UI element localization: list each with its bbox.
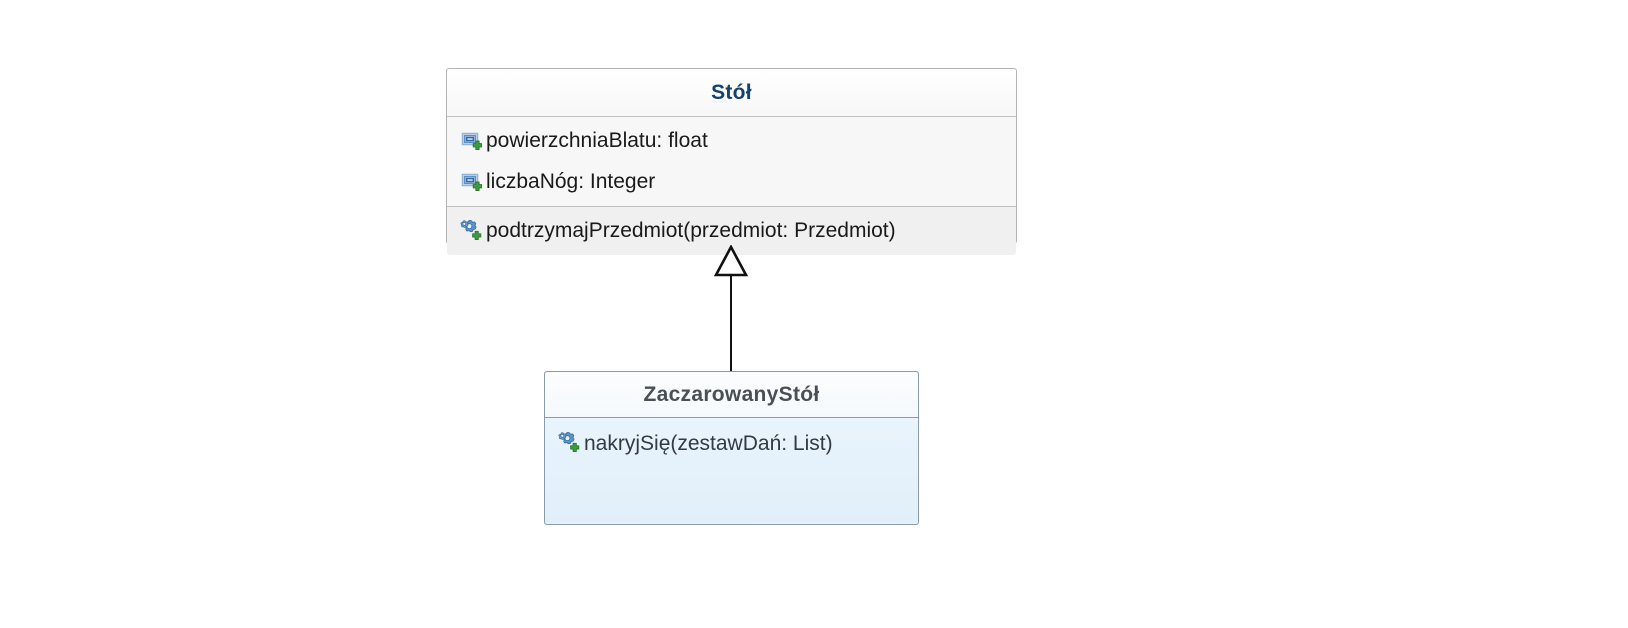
attribute-label: liczbaNóg: Integer: [486, 170, 656, 193]
operation-public-icon: [460, 219, 482, 242]
operations-compartment-zaczarowany-stol: nakryjSię(zestawDań: List): [545, 418, 918, 523]
attribute-row[interactable]: liczbaNóg: Integer: [447, 161, 1016, 202]
attribute-row[interactable]: powierzchniaBlatu: float: [447, 120, 1016, 161]
class-name-zaczarowany-stol: ZaczarowanyStół: [643, 382, 820, 406]
operation-row[interactable]: podtrzymajPrzedmiot(przedmiot: Przedmiot…: [447, 210, 1016, 251]
operations-compartment-stol: podtrzymajPrzedmiot(przedmiot: Przedmiot…: [447, 207, 1016, 255]
attribute-public-icon: [460, 171, 482, 193]
operation-row[interactable]: nakryjSię(zestawDań: List): [545, 423, 918, 463]
operation-label: nakryjSię(zestawDań: List): [584, 431, 833, 455]
class-header-stol: Stół: [447, 69, 1016, 117]
operation-label: podtrzymajPrzedmiot(przedmiot: Przedmiot…: [486, 219, 896, 242]
attribute-label: powierzchniaBlatu: float: [486, 129, 708, 152]
attributes-compartment-stol: powierzchniaBlatu: float liczbaNóg: Inte…: [447, 117, 1016, 207]
class-header-zaczarowany-stol: ZaczarowanyStół: [545, 372, 918, 418]
uml-class-zaczarowany-stol[interactable]: ZaczarowanyStół: [544, 371, 919, 525]
attribute-public-icon: [460, 130, 482, 152]
generalization-line: [730, 274, 732, 372]
class-name-stol: Stół: [711, 80, 752, 104]
operation-public-icon: [558, 432, 580, 454]
generalization-arrow-icon: [713, 244, 749, 277]
uml-class-stol[interactable]: Stół powierzchniaBlatu: float: [446, 68, 1017, 255]
